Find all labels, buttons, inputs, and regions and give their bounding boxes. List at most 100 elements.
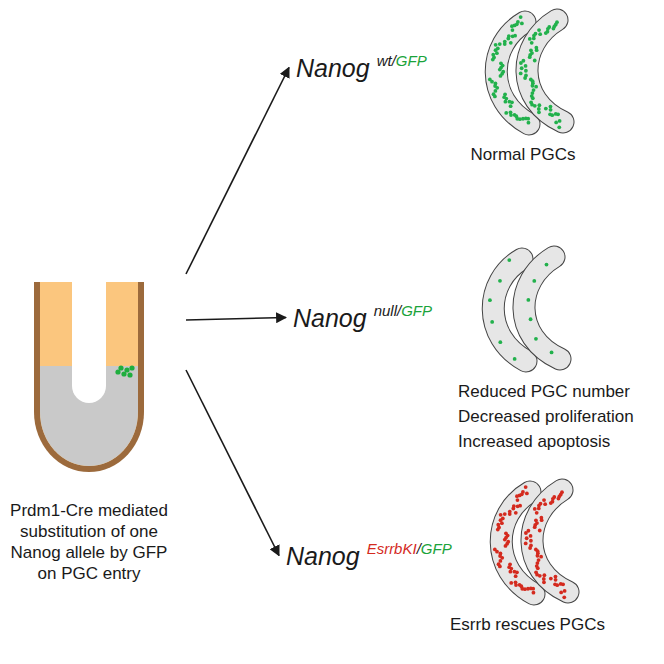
pgc-dot xyxy=(534,337,538,341)
pgc-dot xyxy=(495,528,499,532)
pgc-dot xyxy=(519,72,523,76)
allele-superscript: EsrrbKI/GFP xyxy=(367,540,452,557)
arrow-connector xyxy=(186,318,286,321)
result-text: Normal PGCs xyxy=(458,144,588,165)
pgc-dot xyxy=(531,591,535,595)
pgc-dot xyxy=(541,577,545,581)
genotype-text: Nanog EsrrbKI/GFP xyxy=(286,540,452,571)
pgc-dot xyxy=(502,512,506,516)
genotype-label: Nanog wt/GFP xyxy=(296,52,427,83)
pgc-dot xyxy=(127,372,132,377)
pgc-dot xyxy=(494,43,498,47)
pgc-dot xyxy=(498,279,502,283)
pgc-dot xyxy=(537,28,541,32)
pgc-dot xyxy=(528,534,532,538)
pgc-dot xyxy=(528,55,532,59)
pgc-dot xyxy=(524,69,528,73)
gonad-figure: Esrrb rescues PGCs xyxy=(440,478,615,635)
pgc-dot xyxy=(526,298,530,302)
pgc-dot xyxy=(508,570,512,574)
pgc-dot xyxy=(520,22,524,26)
extraembryonic-ectoderm xyxy=(40,282,138,466)
pgc-dot xyxy=(503,42,507,46)
pgc-dot xyxy=(503,544,507,548)
pgc-dot xyxy=(535,48,539,52)
genotype-text: Nanog null/GFP xyxy=(293,302,432,333)
pgc-dot xyxy=(493,95,497,99)
pgc-dot xyxy=(510,24,514,28)
pgc-dot xyxy=(553,578,557,582)
pgc-dot xyxy=(556,497,560,501)
pgc-dot xyxy=(507,258,511,262)
pgc-dot xyxy=(554,121,558,125)
pgc-dot xyxy=(511,28,515,32)
embryo-caption: Prdm1-Cre mediated substitution of one N… xyxy=(0,500,178,584)
pgc-dot xyxy=(499,521,503,525)
gonad-illustration xyxy=(467,8,579,138)
gene-name: Nanog xyxy=(293,304,374,332)
pgc-dot xyxy=(544,31,548,35)
allele-part: GFP xyxy=(401,302,432,319)
pgc-dot xyxy=(548,501,552,505)
pgc-dot xyxy=(502,538,506,542)
pgc-dot xyxy=(533,104,537,108)
pgc-dot xyxy=(532,507,536,511)
pgc-dot xyxy=(542,580,546,584)
pgc-dot xyxy=(532,37,536,41)
pgc-dot xyxy=(542,573,546,577)
pgc-dot xyxy=(533,59,537,63)
gonad-body xyxy=(531,490,567,592)
genotype-text: Nanog wt/GFP xyxy=(296,52,427,83)
pgc-dot xyxy=(509,41,513,45)
pgc-dot xyxy=(542,498,546,502)
pgc-dot xyxy=(548,577,552,581)
allele-slash: / xyxy=(417,540,421,557)
embryo-illustration xyxy=(33,282,145,474)
pgc-dot xyxy=(509,113,513,117)
pgc-dot xyxy=(519,61,523,65)
pgc-dot xyxy=(504,100,508,104)
pgc-dot xyxy=(498,42,502,46)
pgc-dot xyxy=(121,371,126,376)
pgc-dot xyxy=(535,554,539,558)
pgc-dot xyxy=(538,32,542,36)
pgc-dot xyxy=(490,320,494,324)
pgc-dot xyxy=(498,513,502,517)
arrow-connector xyxy=(186,68,289,275)
pgc-dot xyxy=(509,581,513,585)
gene-name: Nanog xyxy=(296,54,377,82)
allele-part: GFP xyxy=(396,52,427,69)
pgc-dot xyxy=(550,113,554,117)
pgc-dot xyxy=(490,80,494,84)
pgc-dot xyxy=(562,595,566,599)
pgc-dot xyxy=(495,550,499,554)
pgc-dot xyxy=(528,37,532,41)
pgc-dot xyxy=(498,559,502,563)
gonad-guide xyxy=(527,20,563,122)
pgc-dot xyxy=(528,546,532,550)
visceral-endoderm xyxy=(34,282,144,472)
allele-part: wt xyxy=(377,52,392,69)
pgc-dot xyxy=(498,340,502,344)
pgc-dot xyxy=(531,587,535,591)
pgc-dot xyxy=(498,565,502,569)
pgc-dot xyxy=(534,85,538,89)
pgc-dot xyxy=(530,41,534,45)
pgc-dot xyxy=(534,511,538,515)
pgc-dot xyxy=(515,498,519,502)
pgc-dot xyxy=(129,365,134,370)
embryo-figure: Prdm1-Cre mediated substitution of one N… xyxy=(0,282,178,584)
pgc-dot xyxy=(537,103,541,107)
pgc-dot xyxy=(523,76,527,80)
gonad-outline xyxy=(527,20,563,122)
pgc-dot xyxy=(543,502,547,506)
proamniotic-cavity xyxy=(72,282,106,403)
allele-part: GFP xyxy=(421,540,452,557)
pgc-dot xyxy=(557,125,561,129)
pgc-dot xyxy=(535,566,539,570)
pgc-dot xyxy=(539,555,543,559)
allele-superscript: null/GFP xyxy=(374,302,432,319)
result-text: Decreased proliferation xyxy=(458,406,658,427)
gonad-illustration xyxy=(472,478,584,608)
